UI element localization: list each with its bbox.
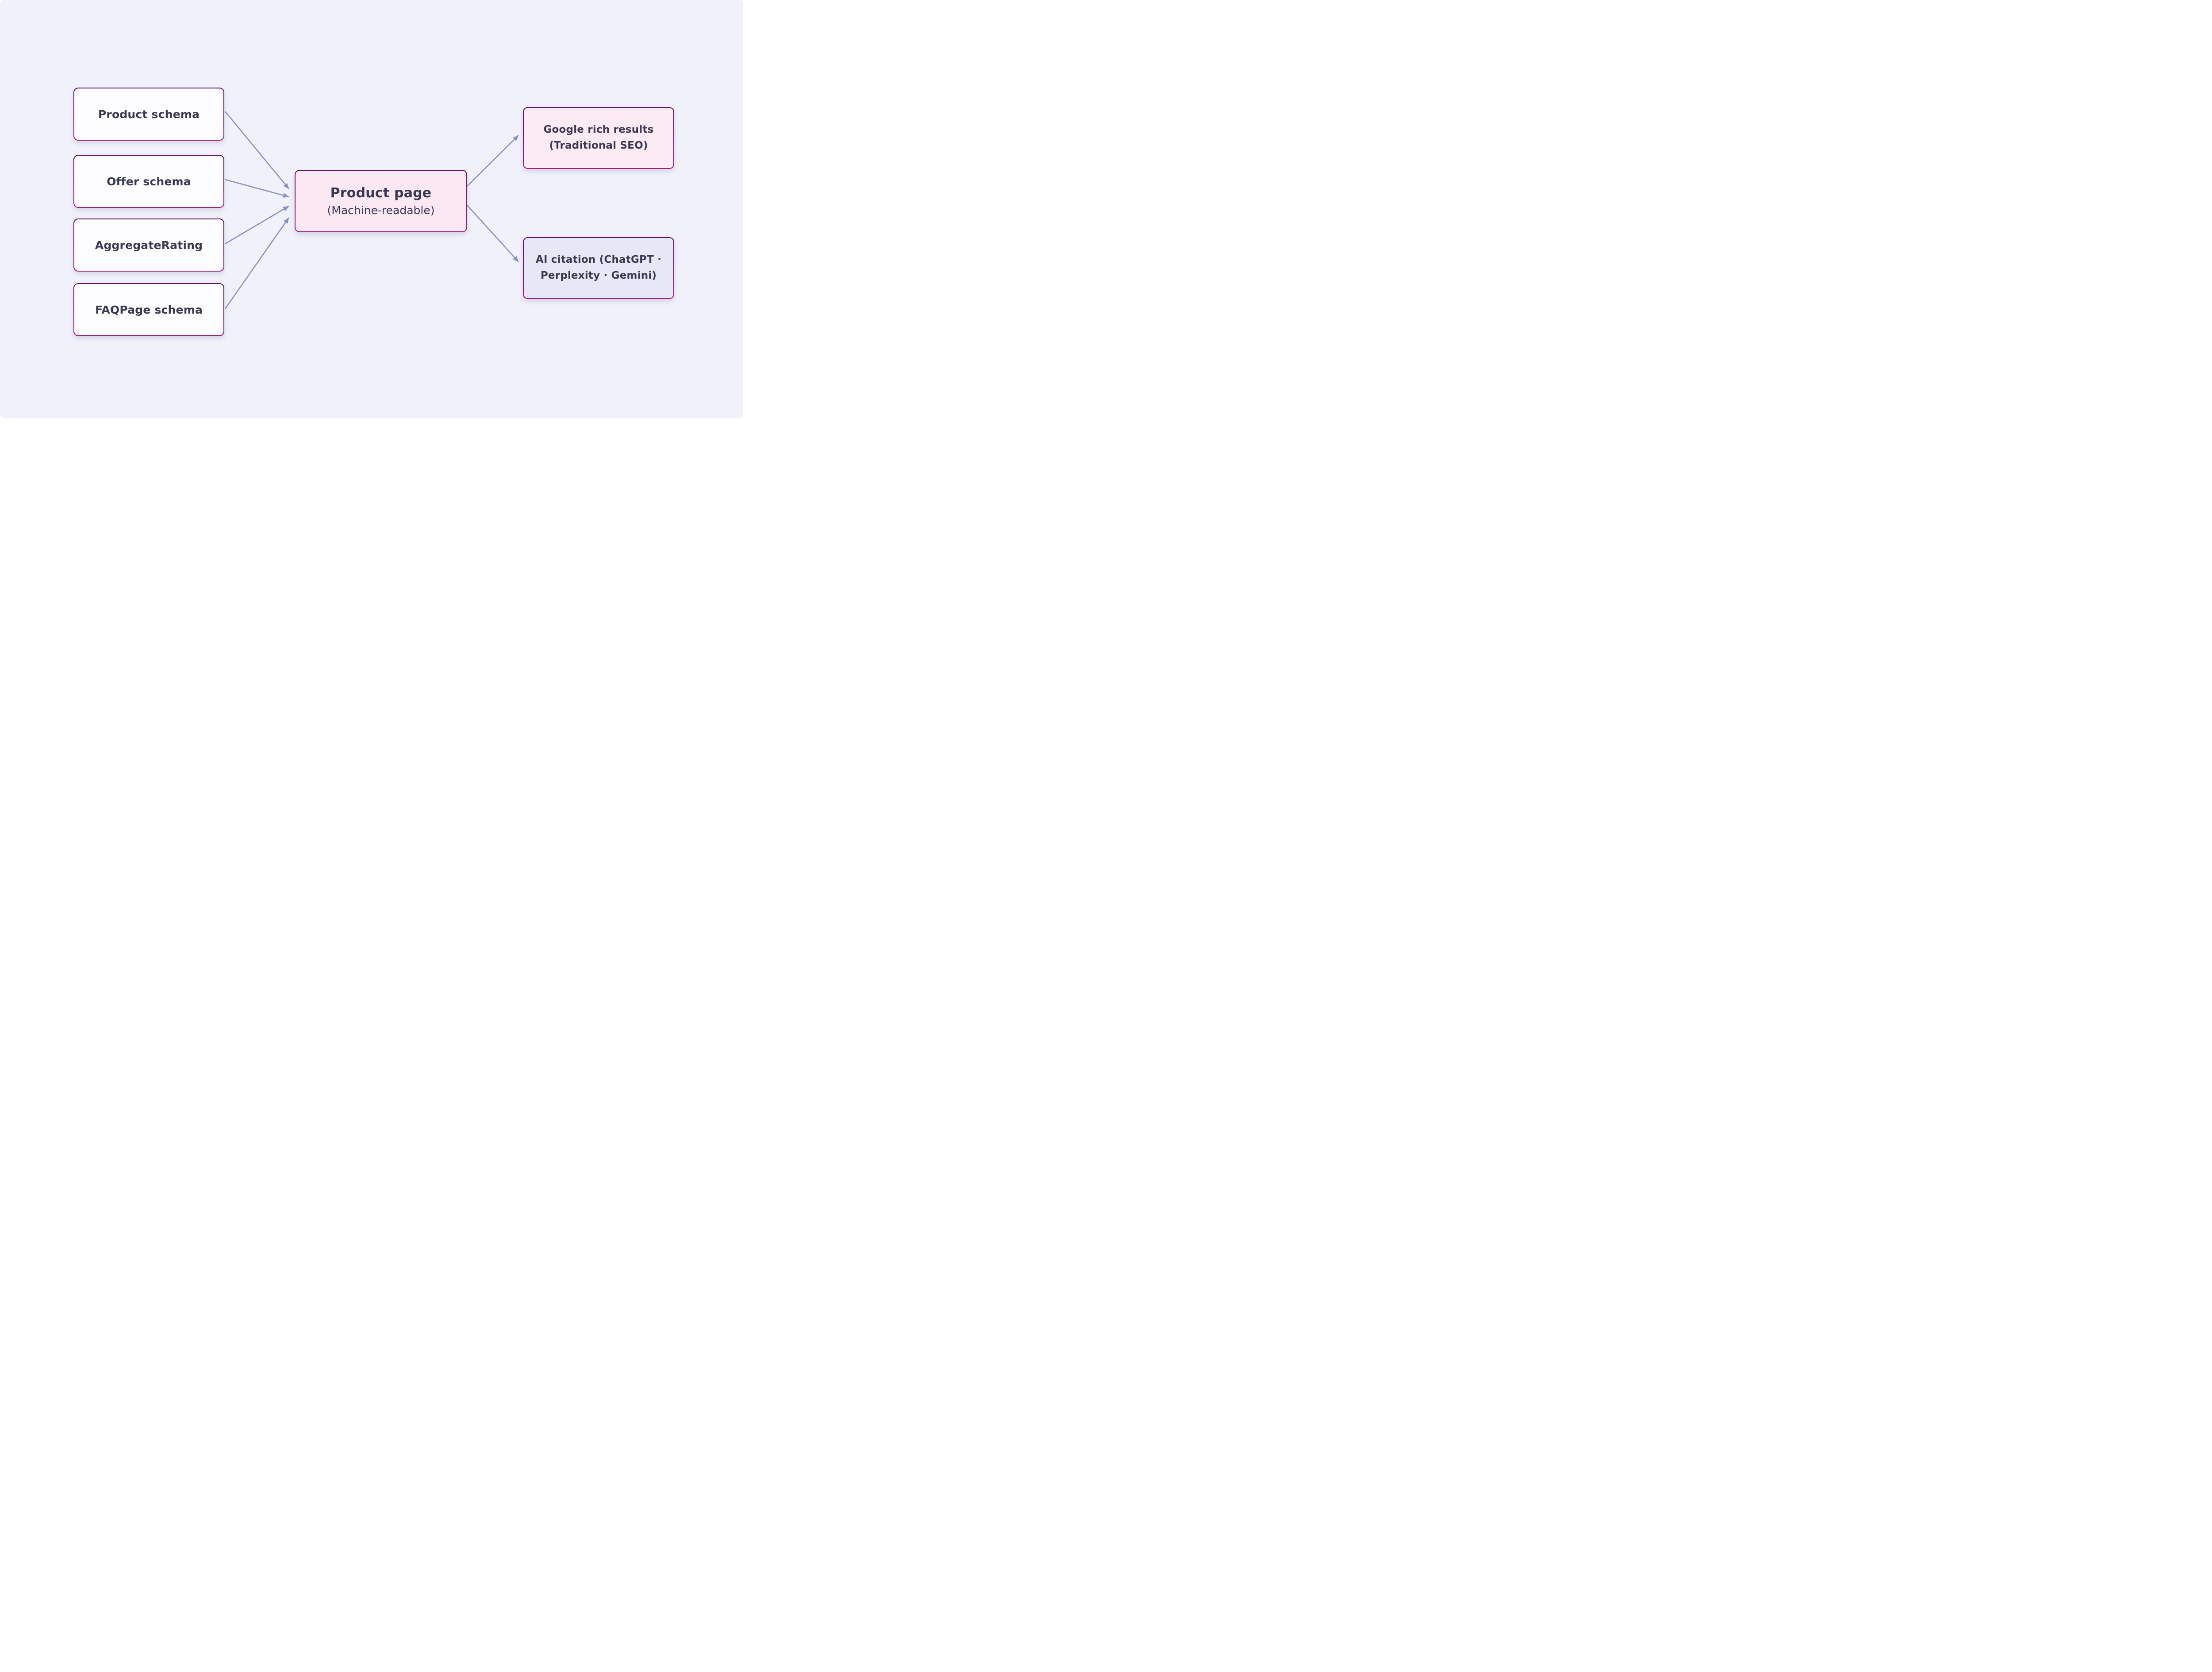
node-aggregate-rating-body: AggregateRating xyxy=(74,219,223,271)
edge-product_schema-to-product_page xyxy=(224,111,290,189)
node-offer-schema-label: Offer schema xyxy=(107,175,191,188)
node-ai-citation-body: AI citation (ChatGPT · Perplexity · Gemi… xyxy=(524,238,673,298)
node-faqpage-schema: FAQPage schema xyxy=(73,283,224,336)
edge-product_page-to-google_rich_results xyxy=(467,135,519,187)
node-product-schema-body: Product schema xyxy=(74,88,223,140)
node-ai-citation-line-1: AI citation (ChatGPT · xyxy=(535,254,662,266)
node-offer-schema-body: Offer schema xyxy=(74,156,223,207)
node-faqpage-schema-body: FAQPage schema xyxy=(74,284,223,335)
node-product-schema-label: Product schema xyxy=(98,107,200,121)
node-ai-citation-line-2: Perplexity · Gemini) xyxy=(540,270,657,281)
node-faqpage-schema-label: FAQPage schema xyxy=(95,303,203,316)
node-offer-schema: Offer schema xyxy=(73,155,224,208)
edge-faqpage_schema-to-product_page xyxy=(224,217,290,309)
node-product-page: Product page (Machine-readable) xyxy=(295,170,467,232)
node-product-page-subtitle: (Machine-readable) xyxy=(327,204,435,217)
diagram-canvas: Product schema Offer schema AggregateRat… xyxy=(0,0,743,418)
node-aggregate-rating: AggregateRating xyxy=(73,219,224,272)
node-google-rich-results: Google rich results (Traditional SEO) xyxy=(523,107,674,169)
node-google-rich-results-line-2: (Traditional SEO) xyxy=(549,140,648,151)
node-aggregate-rating-label: AggregateRating xyxy=(95,238,203,252)
node-google-rich-results-line-1: Google rich results xyxy=(543,124,654,136)
node-product-schema: Product schema xyxy=(73,88,224,141)
node-product-page-body: Product page (Machine-readable) xyxy=(296,171,466,231)
node-product-page-title: Product page xyxy=(330,185,432,201)
edge-offer_schema-to-product_page xyxy=(225,179,289,198)
node-google-rich-results-body: Google rich results (Traditional SEO) xyxy=(524,108,673,168)
edge-aggregate_rating-to-product_page xyxy=(225,205,289,245)
edge-product_page-to-ai_citation xyxy=(467,205,519,262)
node-ai-citation: AI citation (ChatGPT · Perplexity · Gemi… xyxy=(523,237,674,299)
